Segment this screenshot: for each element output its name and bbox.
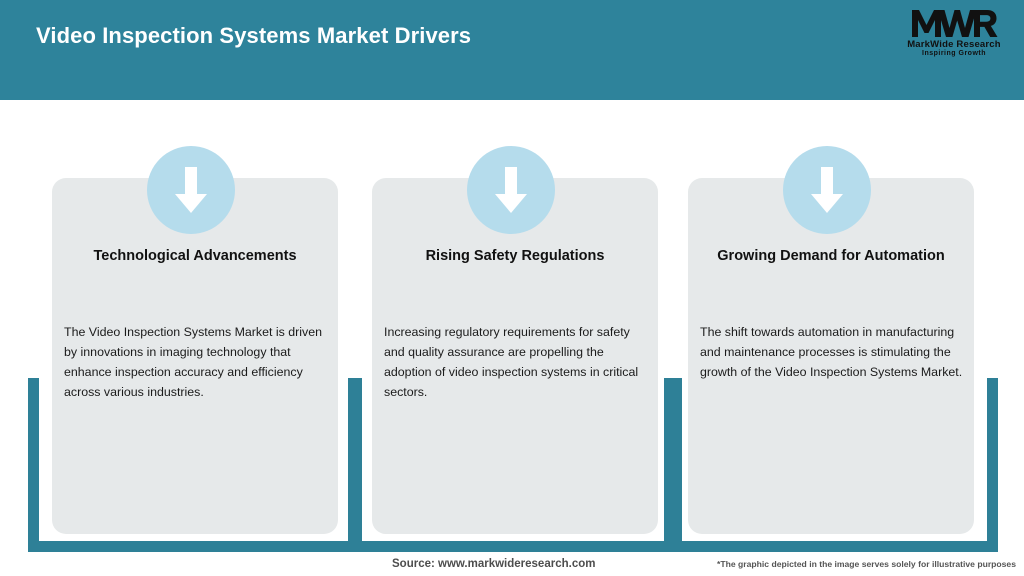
bracket-bottom-bar xyxy=(664,541,998,552)
arrow-down-icon xyxy=(783,146,871,234)
driver-card-3[interactable]: Growing Demand for Automation The shift … xyxy=(664,100,998,576)
card-bracket-3 xyxy=(664,378,998,552)
mwr-monogram-icon xyxy=(910,8,998,38)
card-surface-2 xyxy=(372,178,658,534)
driver-title-2: Rising Safety Regulations xyxy=(425,248,605,264)
header-band: Video Inspection Systems Market Drivers … xyxy=(0,0,1024,100)
bracket-right-bar xyxy=(987,378,998,552)
driver-card-2[interactable]: Rising Safety Regulations Increasing reg… xyxy=(348,100,682,576)
card-surface-3 xyxy=(688,178,974,534)
disclaimer-note: *The graphic depicted in the image serve… xyxy=(717,559,1016,569)
bracket-right-bar xyxy=(671,378,682,552)
source-label: Source: www.markwideresearch.com xyxy=(392,558,596,570)
logo-company-name: MarkWide Research xyxy=(907,39,1001,50)
driver-body-1: The Video Inspection Systems Market is d… xyxy=(64,325,323,400)
bracket-bottom-bar xyxy=(28,541,362,552)
arrow-down-icon xyxy=(147,146,235,234)
card-surface-1 xyxy=(52,178,338,534)
arrow-down-icon xyxy=(467,146,555,234)
driver-body-2: Increasing regulatory requirements for s… xyxy=(384,325,639,400)
bracket-bottom-bar xyxy=(348,541,682,552)
bracket-left-bar xyxy=(664,378,675,552)
driver-body-3: The shift towards automation in manufact… xyxy=(700,325,963,380)
driver-title-1: Technological Advancements xyxy=(93,248,297,264)
card-bracket-2 xyxy=(348,378,682,552)
bracket-left-bar xyxy=(28,378,39,552)
bracket-left-bar xyxy=(348,378,359,552)
page-title: Video Inspection Systems Market Drivers xyxy=(36,23,472,48)
brand-logo: MarkWide Research Inspiring Growth xyxy=(898,8,1010,60)
logo-tagline: Inspiring Growth xyxy=(922,50,986,57)
driver-title-3: Growing Demand for Automation xyxy=(717,248,945,264)
driver-card-1[interactable]: Technological Advancements The Video Ins… xyxy=(28,100,362,576)
drivers-container: Technological Advancements The Video Ins… xyxy=(0,100,1024,576)
